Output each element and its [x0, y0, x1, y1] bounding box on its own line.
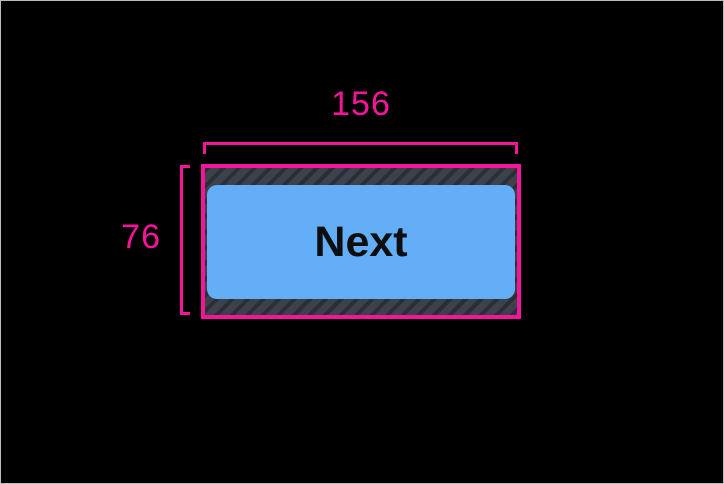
touch-target-outline: Next [201, 164, 521, 319]
width-measure-bracket [203, 142, 518, 154]
height-measure-bracket [180, 165, 190, 315]
next-button[interactable]: Next [207, 185, 515, 299]
height-dimension-label: 76 [121, 218, 161, 256]
width-dimension-label: 156 [331, 85, 391, 123]
